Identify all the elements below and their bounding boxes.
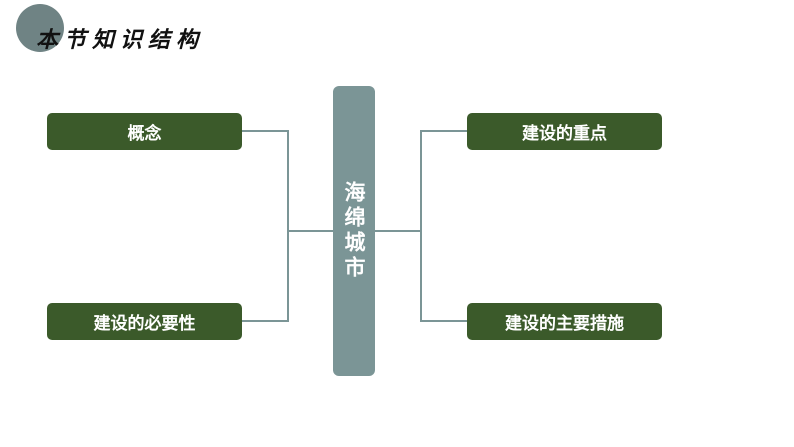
title-decoration-circle <box>16 4 64 52</box>
node-concept: 概念 <box>47 113 242 150</box>
node-necessity: 建设的必要性 <box>47 303 242 340</box>
node-focus: 建设的重点 <box>467 113 662 150</box>
connector-right <box>375 130 467 322</box>
center-topic-bar: 海绵城市 <box>333 86 375 376</box>
center-topic-label: 海绵城市 <box>342 181 366 281</box>
node-measures: 建设的主要措施 <box>467 303 662 340</box>
connector-left <box>242 130 333 322</box>
page-title: 本节知识结构 <box>36 27 205 53</box>
